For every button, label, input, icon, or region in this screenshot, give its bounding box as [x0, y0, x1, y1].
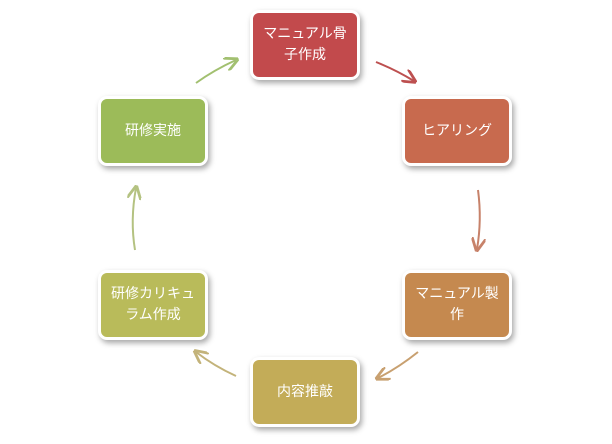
- step-manual-production: マニュアル製作: [402, 270, 512, 340]
- step-manual-outline: マニュアル骨子作成: [250, 10, 360, 80]
- step-manual-production-label: マニュアル製作: [415, 286, 499, 323]
- arrow-step4-to-step5: [196, 352, 237, 377]
- step-content-review: 内容推敲: [250, 357, 360, 427]
- step-training-delivery: 研修実施: [98, 96, 208, 166]
- step-content-review-label: 内容推敲: [277, 383, 333, 400]
- arrow-step2-to-step3: [477, 189, 480, 249]
- arrow-step6-to-step1: [195, 60, 236, 84]
- step-manual-outline-label: マニュアル骨子作成: [263, 26, 347, 63]
- arrow-step1-to-step2: [375, 61, 414, 81]
- step-curriculum-creation: 研修カリキュラム作成: [98, 270, 208, 340]
- step-training-delivery-label: 研修実施: [125, 122, 181, 139]
- step-hearing: ヒアリング: [402, 96, 512, 166]
- arrow-step3-to-step4: [378, 351, 419, 378]
- arrow-step5-to-step6: [133, 188, 136, 251]
- step-curriculum-creation-label: 研修カリキュラム作成: [111, 286, 195, 323]
- step-hearing-label: ヒアリング: [422, 122, 492, 139]
